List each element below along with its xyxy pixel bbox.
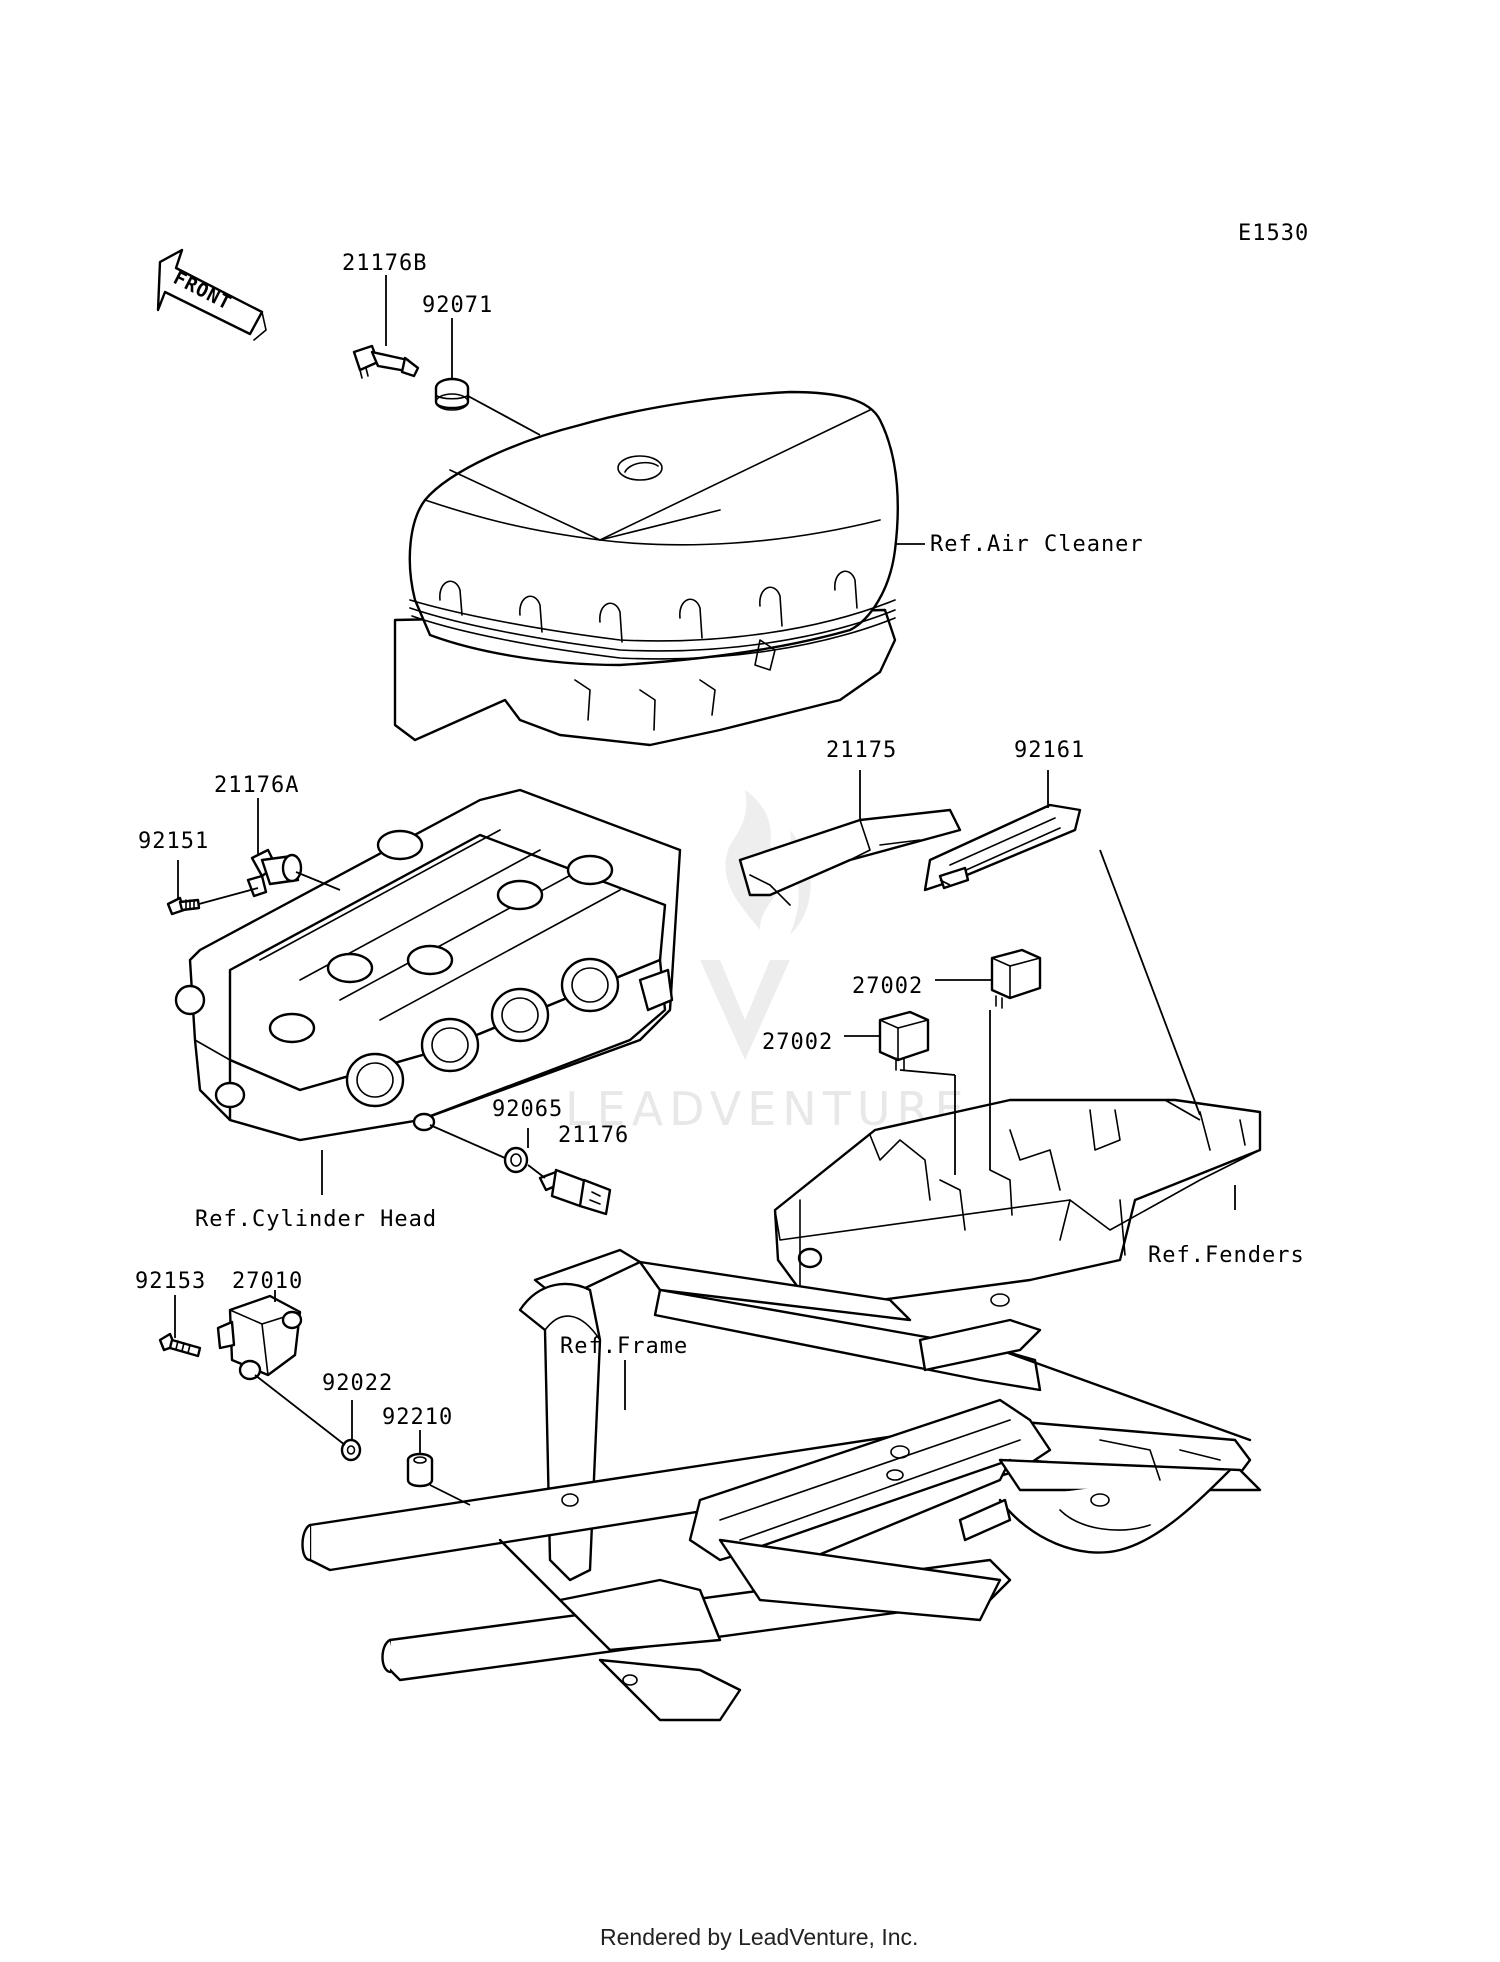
- rendered-by-footer: Rendered by LeadVenture, Inc.: [600, 1924, 918, 1950]
- part-27002-relay-upper: [990, 948, 1042, 1009]
- part-21176A-sensor: [246, 848, 303, 898]
- part-92153-bolt: [158, 1332, 202, 1358]
- label-21176B: 21176B: [342, 251, 427, 276]
- label-92022: 92022: [322, 1371, 393, 1396]
- part-21175-bracket: [738, 808, 962, 906]
- frame-assembly: [301, 1248, 1262, 1722]
- label-92161: 92161: [1014, 738, 1085, 763]
- ref-air-cleaner: Ref.Air Cleaner: [930, 532, 1144, 557]
- label-92153: 92153: [135, 1269, 206, 1294]
- label-92210: 92210: [382, 1405, 453, 1430]
- part-92022-washer: [340, 1438, 362, 1462]
- label-27010: 27010: [232, 1269, 303, 1294]
- leader-lines: [174, 275, 1236, 1506]
- air-cleaner-assembly: [393, 390, 899, 747]
- label-21176: 21176: [558, 1123, 629, 1148]
- label-21175: 21175: [826, 738, 897, 763]
- part-21176B-sensor: [352, 344, 420, 379]
- diagram-id: E1530: [1238, 221, 1309, 246]
- label-92065: 92065: [492, 1097, 563, 1122]
- label-92151: 92151: [138, 829, 209, 854]
- cylinder-head-assembly: [174, 788, 682, 1142]
- part-92065-washer: [503, 1146, 529, 1174]
- front-arrow-icon: FRONT: [156, 248, 267, 341]
- part-92151-bolt: [166, 896, 201, 916]
- ref-fenders: Ref.Fenders: [1148, 1243, 1305, 1268]
- label-27002-lower: 27002: [762, 1030, 833, 1055]
- label-92071: 92071: [422, 293, 493, 318]
- part-92071-grommet: [434, 377, 470, 411]
- part-92210-collar: [406, 1452, 434, 1488]
- part-27002-relay-lower: [878, 1010, 930, 1071]
- part-92161-cover: [923, 803, 1082, 892]
- part-27010-sensor: [216, 1294, 303, 1381]
- ref-frame: Ref.Frame: [560, 1334, 688, 1359]
- part-21176-sensor: [538, 1168, 612, 1216]
- label-21176A: 21176A: [214, 773, 299, 798]
- ref-cylinder-head: Ref.Cylinder Head: [195, 1207, 437, 1232]
- label-27002-upper: 27002: [852, 974, 923, 999]
